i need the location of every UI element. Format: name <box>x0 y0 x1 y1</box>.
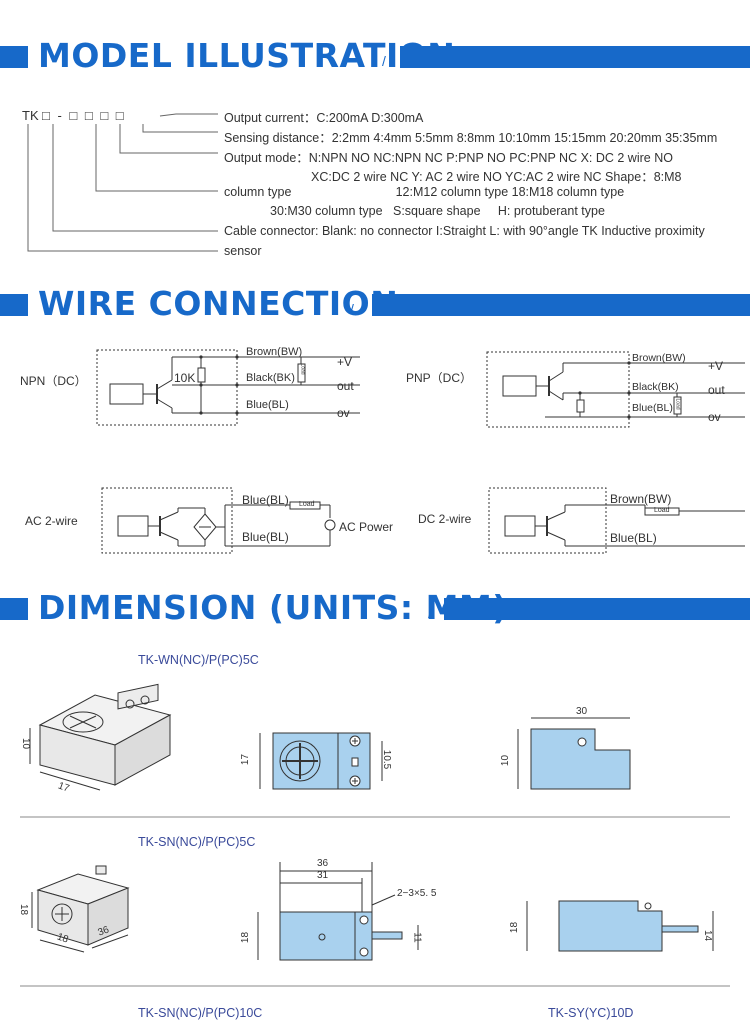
npn-circuit <box>96 349 360 426</box>
wn-iso-height: 10 <box>20 737 32 750</box>
sn-iso-drawing <box>31 865 130 953</box>
header-slash: / <box>350 301 354 317</box>
pnp-v-label: +V <box>708 359 724 373</box>
model-line-sensing-distance: Sensing distance：2:2mm 4:4mm 5:5mm 8:8mm… <box>224 131 718 145</box>
model-code-prefix: TK <box>22 108 39 123</box>
section-header-dimension: DIMENSION (UNITS: MM) / <box>0 588 750 640</box>
pnp-blue-label: Blue(BL) <box>632 402 673 414</box>
npn-ov-label: ov <box>337 406 350 420</box>
pnp-load-label: Load <box>674 398 681 410</box>
header-slash: / <box>382 53 386 69</box>
npn-resistor-label: 10K <box>174 371 196 385</box>
sn-hole-spec: 2−3×5. 5 <box>397 888 437 899</box>
npn-brown-label: Brown(BW) <box>246 346 303 358</box>
wn-front-height: 17 <box>240 753 252 766</box>
pnp-black-label: Black(BK) <box>632 381 679 393</box>
dc-2wire-circuit <box>488 487 745 554</box>
pnp-ov-label: ov <box>708 410 721 424</box>
wn-side-width: 30 <box>576 706 588 717</box>
ac-blue1-label: Blue(BL) <box>242 493 289 507</box>
section-header-model: MODEL ILLUSTRATION / <box>0 36 750 88</box>
model-code-boxes: □ - □ □ □ □ <box>42 108 126 123</box>
header-accent-bar <box>0 598 28 620</box>
model-line-sensor: sensor <box>224 244 262 258</box>
ac-label: AC 2-wire <box>25 514 78 528</box>
sn-side-height: 18 <box>509 921 521 934</box>
header-accent-bar <box>0 294 28 316</box>
model-line-output-mode-2: XC:DC 2 wire NC Y: AC 2 wire NO YC:AC 2 … <box>311 170 682 184</box>
sn-front-height: 18 <box>240 931 252 944</box>
pnp-circuit <box>486 351 745 428</box>
sn-front-right: 11 <box>411 932 423 943</box>
model-line-output-current: Output current：C:200mA D:300mA <box>224 111 424 125</box>
section-title: WIRE CONNECTION <box>38 284 399 323</box>
section-title: DIMENSION (UNITS: MM) <box>38 588 508 627</box>
header-accent-bar <box>372 294 750 316</box>
dc-load-label: Load <box>654 507 670 514</box>
wn-model-title: TK-WN(NC)/P(PC)5C <box>138 653 259 667</box>
ac-power-label: AC Power <box>339 520 394 534</box>
sn-model-title: TK-SN(NC)/P(PC)5C <box>138 835 256 849</box>
sn-iso-height: 18 <box>18 903 30 916</box>
model-line-cable-connector: Cable connector: Blank: no connector I:S… <box>224 224 705 238</box>
header-accent-bar <box>400 46 750 68</box>
header-accent-bar <box>444 598 750 620</box>
ac-load-label: Load <box>299 501 315 508</box>
sn-top-width-2: 31 <box>317 870 329 881</box>
ac-blue2-label: Blue(BL) <box>242 530 289 544</box>
wn-side-drawing <box>517 717 631 790</box>
dc-brown-label: Brown(BW) <box>610 492 672 506</box>
dc-blue-label: Blue(BL) <box>610 531 657 545</box>
model-line-output-mode: Output mode：N:NPN NO NC:NPN NC P:PNP NO … <box>224 151 673 165</box>
wn-front-right: 10.5 <box>381 749 393 770</box>
wn-front-drawing <box>259 732 383 790</box>
npn-v-label: +V <box>337 355 353 369</box>
pnp-label: PNP（DC） <box>406 371 473 385</box>
npn-label: NPN（DC） <box>20 374 87 388</box>
sn-top-width-1: 36 <box>317 858 329 869</box>
ac-2wire-circuit <box>101 487 336 554</box>
model-line-shape-1: column type 12:M12 column type 18:M18 co… <box>224 185 625 199</box>
sn-front-drawing <box>257 862 419 961</box>
npn-black-label: Black(BK) <box>246 372 295 384</box>
sy-model-title: TK-SY(YC)10D <box>548 1006 634 1020</box>
sn10-model-title: TK-SN(NC)/P(PC)10C <box>138 1006 263 1020</box>
npn-load-label: Load <box>299 363 306 375</box>
pnp-brown-label: Brown(BW) <box>632 352 686 364</box>
pnp-out-label: out <box>708 383 725 397</box>
header-slash: / <box>428 605 432 621</box>
model-line-shape-2: 30:M30 column type S:square shape H: pro… <box>270 204 605 218</box>
section-header-wire: WIRE CONNECTION / <box>0 284 750 336</box>
npn-out-label: out <box>337 379 354 393</box>
header-accent-bar <box>0 46 28 68</box>
sn-side-right: 14 <box>702 929 714 942</box>
npn-blue-label: Blue(BL) <box>246 399 289 411</box>
section-title: MODEL ILLUSTRATION <box>38 36 456 75</box>
dc-label: DC 2-wire <box>418 512 472 526</box>
sn-side-drawing <box>526 900 714 952</box>
wn-side-height: 10 <box>500 754 512 767</box>
wn-iso-drawing <box>29 683 172 791</box>
